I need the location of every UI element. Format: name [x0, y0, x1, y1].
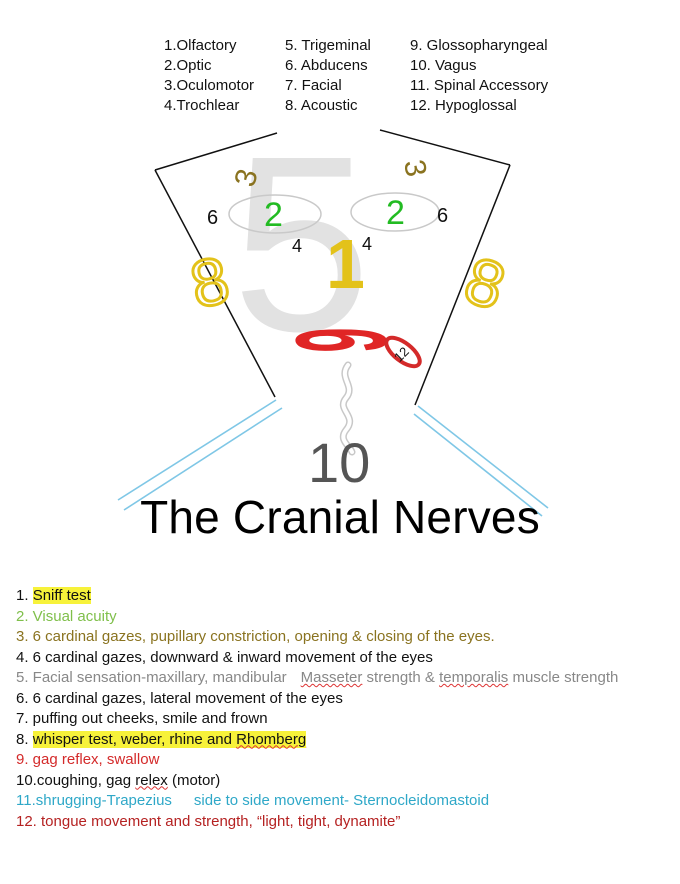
face-diagram: 5 3 3 2 2 6 6 4 4 1 8 8 9 12 10 — [117, 104, 549, 517]
face-label-8-right: 8 — [456, 242, 514, 324]
legend-item: 2.Optic — [164, 57, 212, 74]
item-text: whisper test, weber, rhine and — [32, 730, 232, 748]
item-text: (motor) — [171, 771, 221, 789]
list-item-12: 12. tongue movement and strength, “light… — [16, 812, 401, 830]
face-label-1: 1 — [326, 225, 365, 303]
legend-item: 6. Abducens — [285, 57, 368, 74]
face-label-6-left: 6 — [207, 207, 218, 229]
face-label-3-right: 3 — [397, 157, 432, 179]
face-label-4-left: 4 — [292, 236, 302, 256]
item-text: muscle strength — [512, 669, 619, 686]
page-title: The Cranial Nerves — [140, 491, 540, 543]
legend-column-2: 5. Trigeminal 6. Abducens 7. Facial 8. A… — [285, 36, 371, 116]
list-item-8: 8. whisper test, weber, rhine and Rhombe… — [16, 730, 666, 751]
list-item-2: 2. Visual acuity — [16, 607, 117, 625]
item-text: side to side movement- Sternocleidomasto… — [193, 792, 490, 809]
list-item-1: 1. Sniff test — [16, 586, 666, 607]
item-number: 1. — [16, 587, 29, 604]
head-outline — [379, 129, 511, 166]
neck-line-right — [413, 413, 543, 517]
list-item-4: 4. 6 cardinal gazes, downward & inward m… — [16, 648, 433, 666]
item-number: 8. — [16, 730, 29, 748]
list-item-3: 3. 6 cardinal gazes, pupillary constrict… — [16, 628, 495, 645]
face-label-6-right: 6 — [437, 205, 448, 227]
list-item-5: 5. Facial sensation-maxillary, mandibula… — [16, 668, 666, 689]
legend-item: 7. Facial — [285, 77, 342, 94]
neck-line-left — [117, 399, 277, 501]
legend-item: 10. Vagus — [410, 57, 477, 74]
item-text: whisper test, weber, rhine and Rhomberg — [32, 730, 307, 748]
item-text: 11.shrugging-Trapezius — [16, 792, 172, 809]
list-item-6: 6. 6 cardinal gazes, lateral movement of… — [16, 689, 343, 707]
legend-item: 3.Oculomotor — [164, 77, 255, 94]
legend-column-3: 9. Glossopharyngeal 10. Vagus 11. Spinal… — [410, 36, 548, 116]
legend-column-1: 1.Olfactory 2.Optic 3.Oculomotor 4.Troch… — [164, 36, 254, 116]
face-label-8-left: 8 — [184, 242, 235, 322]
item-text: relex — [135, 771, 168, 789]
item-text: Masseter — [300, 669, 363, 686]
face-label-2-left: 2 — [264, 196, 283, 234]
legend-item: 5. Trigeminal — [285, 37, 371, 54]
legend-item: 8. Acoustic — [285, 97, 358, 114]
item-text: strength & — [366, 669, 435, 686]
list-item-11: 11.shrugging-Trapezius side to side movem… — [16, 791, 666, 812]
legend-item: 11. Spinal Accessory — [410, 77, 549, 94]
face-side-right — [414, 164, 511, 406]
face-label-10: 10 — [308, 431, 370, 494]
right-eye — [350, 192, 440, 232]
neck-line-left — [123, 407, 283, 511]
face-label-5: 5 — [232, 104, 371, 383]
neck-line-right — [417, 405, 549, 509]
throat-squiggle — [341, 363, 354, 454]
face-side-left — [154, 169, 276, 398]
legend-item: 4.Trochlear — [164, 97, 240, 114]
list-item-7: 7. puffing out cheeks, smile and frown — [16, 710, 268, 727]
legend-item: 1.Olfactory — [164, 37, 237, 54]
head-outline — [154, 132, 278, 171]
face-label-4-right: 4 — [362, 234, 372, 254]
nerve-test-list: 1. Sniff test 2. Visual acuity 3. 6 card… — [16, 586, 666, 832]
legend-item: 12. Hypoglossal — [410, 97, 517, 114]
list-item-10: 10.coughing, gag relex (motor) — [16, 771, 666, 792]
item-text: temporalis — [439, 669, 509, 686]
face-label-2-right: 2 — [386, 194, 405, 232]
item-text: Sniff test — [32, 587, 91, 604]
legend-item: 9. Glossopharyngeal — [410, 37, 548, 54]
item-text: 5. Facial sensation-maxillary, mandibula… — [16, 669, 287, 686]
tongue — [384, 335, 422, 369]
left-eye — [228, 194, 322, 234]
list-item-9: 9. gag reflex, swallow — [16, 751, 160, 768]
item-text: Rhomberg — [236, 730, 307, 748]
item-text: 10.coughing, gag — [16, 771, 132, 789]
